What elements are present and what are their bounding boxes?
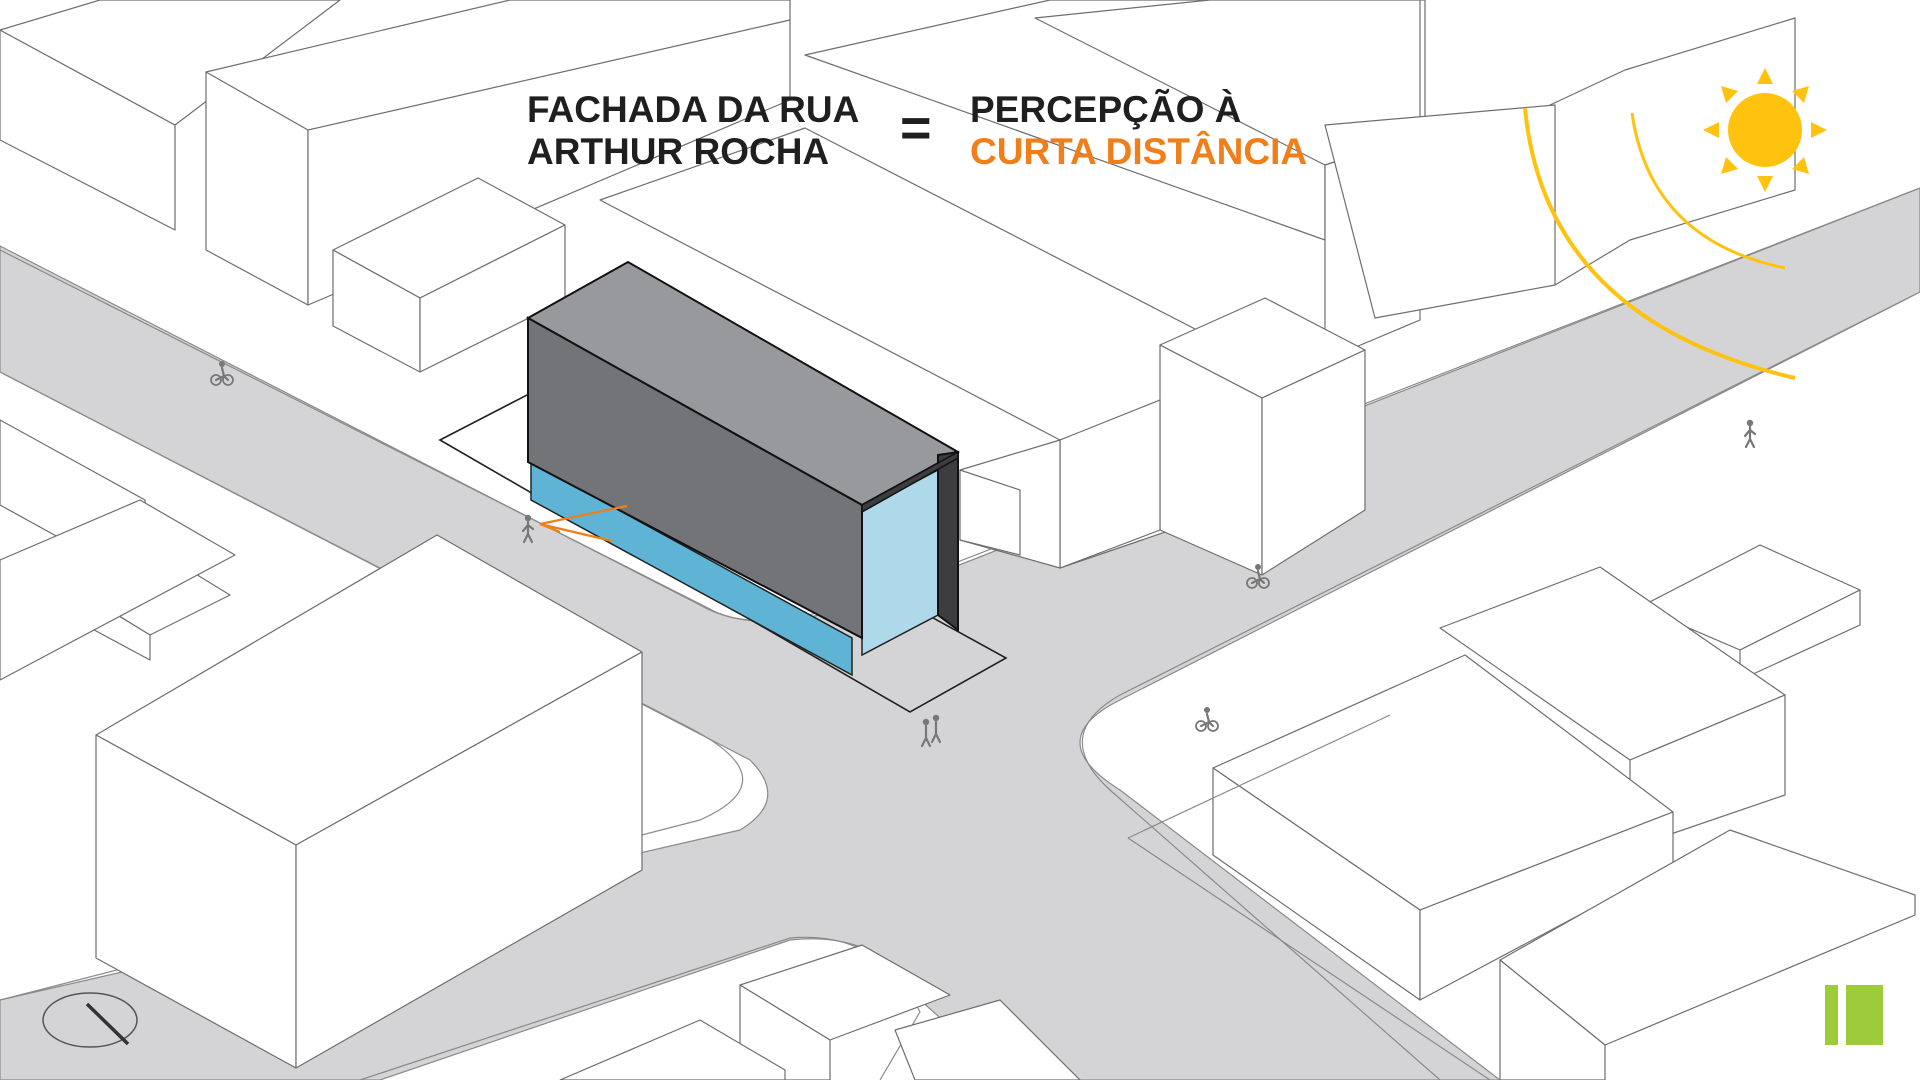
featured-building xyxy=(438,260,1008,713)
title-equals: = xyxy=(900,98,932,158)
sun-icon xyxy=(1703,68,1827,192)
building xyxy=(1499,959,1606,1080)
glass-ground-floor-front xyxy=(530,460,853,677)
front-left-building xyxy=(95,534,643,1069)
building xyxy=(1034,0,1421,166)
sight-line xyxy=(539,522,561,534)
building-end-frame-top xyxy=(861,450,959,514)
sight-line xyxy=(539,504,628,526)
left-buildings xyxy=(0,419,236,681)
background-buildings xyxy=(0,0,1796,576)
sun-path-arc xyxy=(1630,112,1786,270)
logo-mark-icon xyxy=(1825,985,1883,1045)
title-right-line2: CURTA DISTÂNCIA xyxy=(970,130,1307,172)
right-buildings xyxy=(1127,544,1916,1080)
sun-path-arc xyxy=(1523,107,1796,380)
building xyxy=(1324,104,1556,319)
building xyxy=(0,499,236,681)
bottom-buildings xyxy=(559,944,1081,1080)
building-end-frame xyxy=(937,450,959,632)
sight-cone xyxy=(539,504,628,543)
people xyxy=(210,361,1757,748)
title-left-line1: FACHADA DA RUA xyxy=(527,89,859,130)
building xyxy=(559,1019,786,1080)
cyclist-icon xyxy=(1195,707,1219,732)
pedestrian-icon xyxy=(521,514,535,544)
sun-group xyxy=(1523,68,1827,380)
building-wall-right xyxy=(295,651,643,1069)
title-block: FACHADA DA RUA ARTHUR ROCHA = PERCEPÇÃO … xyxy=(527,88,1307,172)
cyclist-icon xyxy=(1246,564,1270,589)
building xyxy=(894,999,1081,1080)
pedestrian-icon xyxy=(1743,419,1757,449)
title-left-line2: ARTHUR ROCHA xyxy=(527,131,829,172)
building xyxy=(1261,349,1366,576)
cyclist-icon xyxy=(210,361,234,386)
pedestrian-icon xyxy=(920,718,932,748)
sight-line xyxy=(539,522,613,543)
title-right-line1: PERCEPÇÃO À xyxy=(970,88,1241,130)
building xyxy=(959,469,1021,556)
building xyxy=(0,0,341,126)
north-arrow-icon xyxy=(42,992,138,1048)
pedestrian-icon xyxy=(930,714,942,744)
building-long-facade xyxy=(527,316,863,640)
